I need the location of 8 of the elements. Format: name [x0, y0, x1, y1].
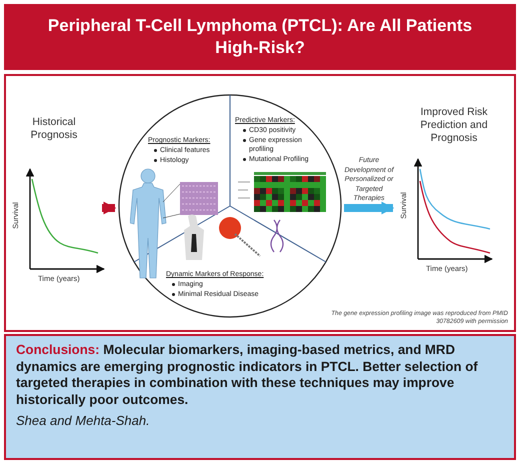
chart-title: Historical Prognosis: [30, 116, 78, 142]
arrow: [344, 202, 394, 214]
conclusion-text: Conclusions: Molecular biomarkers, imaging-based metrics, and MRD dynamics are emerging prognostic indicators in PTCL. Better selection of targeted therapies in combination with these techniques may improve historically poor outcomes.: [16, 342, 479, 408]
title: Peripheral T-Cell Lymphoma (PTCL): Are All Patients High-Risk?: [46, 15, 474, 59]
citation: Shea and Mehta-Shah.: [16, 413, 151, 428]
arrow: [102, 202, 116, 214]
chart-title: Improved Risk Prediction and Prognosis: [419, 106, 489, 145]
marker-circle: [118, 94, 342, 318]
